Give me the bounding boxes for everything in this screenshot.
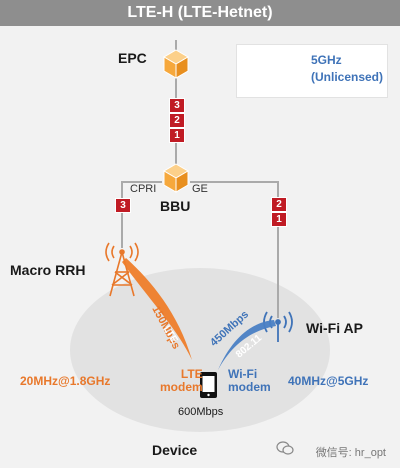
lte-modem-label: LTE modem (160, 367, 203, 394)
wifi-ap-label: Wi-Fi AP (306, 320, 363, 336)
badge-step: 3 (115, 198, 131, 213)
cpri-label: CPRI (130, 183, 157, 195)
badge-step: 2 (271, 197, 287, 212)
bbu-wifi-line (190, 181, 279, 318)
wechat-icon (276, 441, 294, 455)
wifi-beam (218, 320, 276, 370)
lte-beam (122, 258, 192, 360)
ge-label: GE (192, 183, 208, 195)
macro-rrh-label: Macro RRH (10, 262, 86, 278)
phone-icon (200, 372, 217, 398)
tower-icon (105, 242, 139, 297)
device-rate-label: 600Mbps (178, 406, 224, 418)
lte-band-label: 20MHz@1.8GHz (20, 374, 111, 388)
wifi-band-label: 40MHz@5GHz (288, 374, 369, 388)
page-title: LTE-H (LTE-Hetnet) (0, 0, 400, 26)
badge-step: 3 (169, 98, 185, 113)
legend-label: 5GHz (Unlicensed) (311, 53, 384, 84)
badge-step: 1 (169, 128, 185, 143)
badge-step: 2 (169, 113, 185, 128)
bbu-rrh-line (121, 181, 162, 248)
bbu-cube-icon (163, 163, 189, 193)
legend: 5GHz (Unlicensed) (236, 44, 388, 98)
wifi-modem-label: Wi-Fi modem (228, 367, 271, 394)
bbu-label: BBU (160, 198, 191, 214)
badge-step: 1 (271, 212, 287, 227)
device-label: Device (152, 442, 198, 458)
epc-cube-icon (163, 49, 189, 79)
coverage-area (70, 268, 330, 432)
epc-label: EPC (118, 50, 147, 66)
watermark: 微信号: hr_opt (315, 447, 386, 459)
